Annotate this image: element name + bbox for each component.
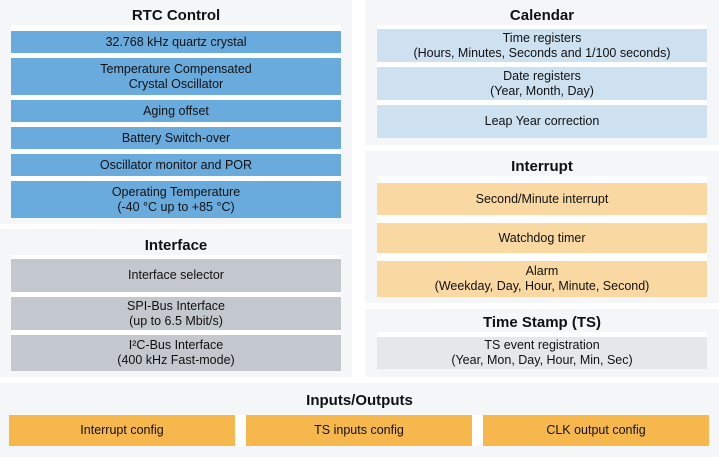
feature-date-registers: Date registers (Year, Month, Day) (377, 67, 707, 100)
feature-i2c-bus: I²C-Bus Interface (400 kHz Fast-mode) (11, 335, 341, 371)
section-title-interface: Interface (144, 237, 208, 254)
feature-label: Interface selector (128, 268, 224, 282)
section-interface: Interface Interface selector SPI-Bus Int… (0, 229, 352, 377)
feature-label: Crystal Oscillator (128, 76, 224, 91)
feature-label: Aging offset (143, 103, 209, 118)
feature-time-registers: Time registers (Hours, Minutes, Seconds … (377, 29, 707, 62)
feature-label: Temperature Compensated (100, 61, 252, 76)
feature-quartz-crystal: 32.768 kHz quartz crystal (11, 31, 341, 53)
feature-label: Battery Switch-over (121, 130, 231, 145)
feature-operating-temperature: Operating Temperature (-40 °C up to +85 … (11, 181, 341, 218)
feature-label: (Year, Mon, Day, Hour, Min, Sec) (451, 353, 633, 367)
feature-label: Time registers (502, 30, 582, 45)
feature-alarm: Alarm (Weekday, Day, Hour, Minute, Secon… (377, 261, 707, 297)
section-time-stamp: Time Stamp (TS) TS event registration (Y… (365, 309, 719, 377)
feature-label: Operating Temperature (111, 184, 241, 199)
feature-interface-selector: Interface selector (11, 259, 341, 292)
section-title-interrupt: Interrupt (511, 158, 573, 175)
feature-battery-switchover: Battery Switch-over (11, 127, 341, 149)
feature-label: 32.768 kHz quartz crystal (105, 34, 247, 49)
section-title-time-stamp: Time Stamp (TS) (482, 314, 602, 331)
feature-tcxo: Temperature Compensated Crystal Oscillat… (11, 58, 341, 95)
feature-label: Leap Year correction (484, 114, 600, 128)
feature-label: Date registers (503, 68, 581, 83)
feature-oscillator-monitor: Oscillator monitor and POR (11, 154, 341, 176)
feature-label: (up to 6.5 Mbit/s) (129, 313, 223, 328)
feature-label: CLK output config (546, 423, 646, 437)
feature-aging-offset: Aging offset (11, 100, 341, 122)
feature-label: I²C-Bus Interface (128, 338, 224, 352)
feature-label: TS inputs config (314, 423, 404, 437)
section-title-calendar: Calendar (509, 7, 575, 24)
feature-ts-event-registration: TS event registration (Year, Mon, Day, H… (377, 337, 707, 369)
feature-label: TS event registration (484, 338, 600, 352)
feature-label: (-40 °C up to +85 °C) (117, 199, 235, 214)
feature-label: (Year, Month, Day) (490, 83, 594, 98)
feature-label: (400 kHz Fast-mode) (117, 353, 235, 367)
feature-watchdog-timer: Watchdog timer (377, 223, 707, 253)
section-title-inputs-outputs: Inputs/Outputs (306, 392, 413, 409)
feature-label: Second/Minute interrupt (475, 191, 609, 206)
feature-spi-bus: SPI-Bus Interface (up to 6.5 Mbit/s) (11, 297, 341, 330)
feature-ts-inputs-config: TS inputs config (246, 415, 472, 446)
section-inputs-outputs: Inputs/Outputs Interrupt config TS input… (0, 383, 719, 457)
feature-label: (Weekday, Day, Hour, Minute, Second) (434, 279, 650, 293)
feature-interrupt-config: Interrupt config (9, 415, 235, 446)
section-interrupt: Interrupt Second/Minute interrupt Watchd… (365, 151, 719, 303)
feature-label: SPI-Bus Interface (127, 298, 225, 313)
feature-second-minute-interrupt: Second/Minute interrupt (377, 183, 707, 215)
feature-label: Oscillator monitor and POR (99, 157, 253, 172)
section-title-rtc-control: RTC Control (131, 7, 221, 24)
feature-label: Watchdog timer (498, 230, 586, 245)
feature-label: (Hours, Minutes, Seconds and 1/100 secon… (413, 45, 671, 60)
section-calendar: Calendar Time registers (Hours, Minutes,… (365, 0, 719, 145)
feature-leap-year-correction: Leap Year correction (377, 105, 707, 138)
feature-label: Alarm (525, 264, 559, 278)
feature-clk-output-config: CLK output config (483, 415, 709, 446)
io-box-row: Interrupt config TS inputs config CLK ou… (9, 415, 709, 446)
feature-label: Interrupt config (80, 423, 164, 437)
section-rtc-control: RTC Control 32.768 kHz quartz crystal Te… (0, 0, 352, 224)
